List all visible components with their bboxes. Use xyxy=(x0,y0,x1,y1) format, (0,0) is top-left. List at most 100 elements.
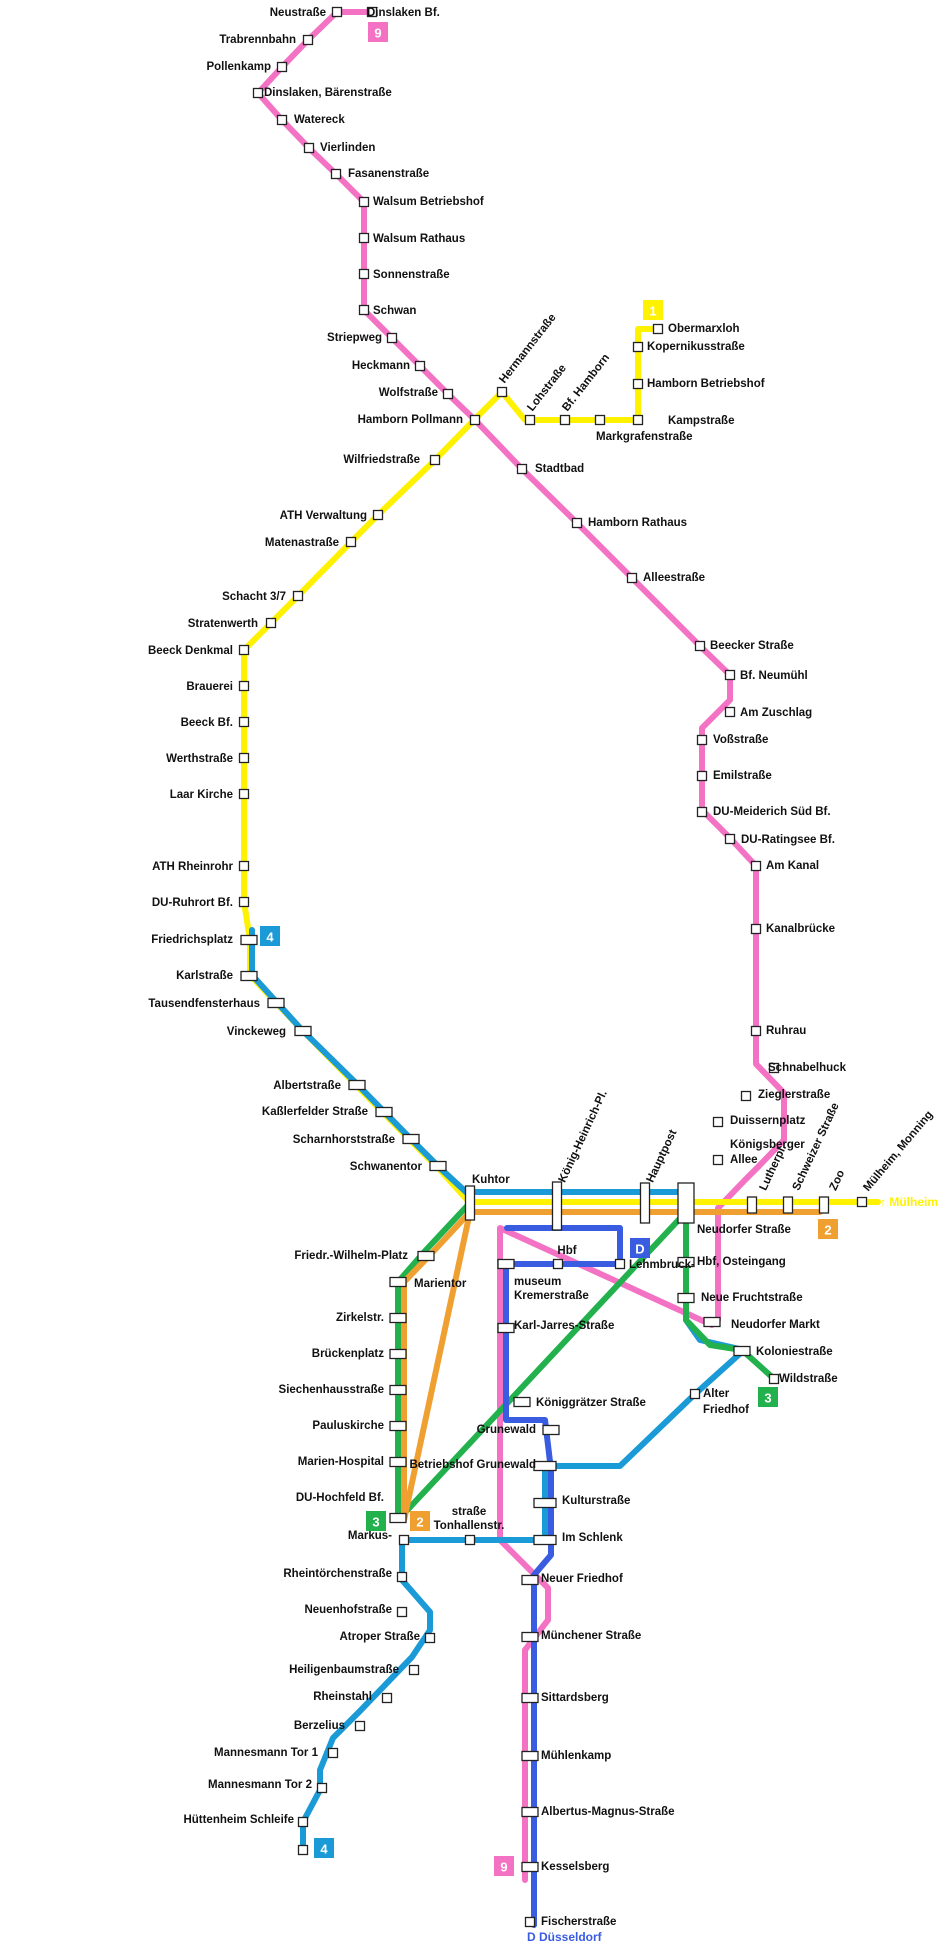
station-marker[interactable] xyxy=(398,1534,410,1546)
station-marker[interactable] xyxy=(238,788,250,800)
station-label[interactable]: Am Kanal xyxy=(766,860,819,872)
line-badge-4-mid[interactable]: 4 xyxy=(260,926,280,946)
station-label[interactable]: Watereck xyxy=(294,114,345,126)
station-marker[interactable] xyxy=(302,34,314,46)
station-marker[interactable] xyxy=(524,1916,536,1928)
station-marker[interactable] xyxy=(316,1782,328,1794)
station-label[interactable]: Laar Kirche xyxy=(170,789,233,801)
line-badge-3-east[interactable]: 3 xyxy=(758,1387,778,1407)
station-label[interactable]: Wilfriedstraße xyxy=(343,454,420,466)
station-marker[interactable] xyxy=(252,87,264,99)
station-label[interactable]: Duissernplatz xyxy=(730,1115,806,1127)
station-label[interactable]: Neue Fruchtstraße xyxy=(701,1292,803,1304)
station-marker[interactable] xyxy=(521,1692,539,1704)
station-label[interactable]: Hüttenheim Schleife xyxy=(183,1814,294,1826)
station-label[interactable]: Werthstraße xyxy=(166,753,233,765)
station-label[interactable]: Neuenhofstraße xyxy=(304,1604,392,1616)
station-label[interactable]: Fischerstraße xyxy=(541,1916,616,1928)
station-label[interactable]: Zoo xyxy=(828,1168,848,1192)
station-label[interactable]: Zirkelstr. xyxy=(336,1312,384,1324)
station-label[interactable]: Vinckeweg xyxy=(227,1026,286,1038)
station-label[interactable]: Mannesmann Tor 2 xyxy=(208,1779,312,1791)
station-label[interactable]: Schnabelhuck xyxy=(768,1062,847,1074)
station-marker[interactable] xyxy=(513,1396,531,1408)
station-label[interactable]: Ruhrau xyxy=(766,1025,806,1037)
line-badge-9-top[interactable]: 9 xyxy=(368,22,388,42)
line-badge-3-west[interactable]: 3 xyxy=(366,1511,386,1531)
station-label[interactable]: ATH Verwaltung xyxy=(280,510,367,522)
station-marker[interactable] xyxy=(639,1182,651,1224)
station-label[interactable]: Rheinstahl xyxy=(313,1691,372,1703)
station-marker[interactable] xyxy=(768,1373,780,1385)
station-label[interactable]: Walsum Betriebshof xyxy=(373,196,484,208)
station-marker[interactable] xyxy=(276,61,288,73)
station-marker[interactable] xyxy=(267,997,285,1009)
station-label[interactable]: Markus- xyxy=(348,1530,392,1542)
station-label[interactable]: Dinslaken Bf. xyxy=(367,7,440,19)
station-label[interactable]: Neudorfer Straße xyxy=(697,1224,791,1236)
station-marker[interactable] xyxy=(414,360,426,372)
station-marker[interactable] xyxy=(240,970,258,982)
station-label[interactable]: Beecker Straße xyxy=(710,640,794,652)
station-marker[interactable] xyxy=(521,1806,539,1818)
station-marker[interactable] xyxy=(238,752,250,764)
station-marker[interactable] xyxy=(381,1692,393,1704)
station-label[interactable]: Betriebshof Grunewald xyxy=(409,1459,536,1471)
station-label[interactable]: Atroper Straße xyxy=(339,1631,420,1643)
station-label[interactable]: Pollenkamp xyxy=(206,61,271,73)
station-label[interactable]: Kuhtor xyxy=(472,1174,510,1186)
station-label[interactable]: Wolfstraße xyxy=(379,387,438,399)
station-label[interactable]: König-Heinrich-Pl. xyxy=(557,1089,610,1185)
station-marker[interactable] xyxy=(542,1424,560,1436)
station-marker[interactable] xyxy=(294,1025,312,1037)
station-label[interactable]: Friedrichsplatz xyxy=(151,934,233,946)
station-marker[interactable] xyxy=(724,833,736,845)
station-marker[interactable] xyxy=(348,1079,366,1091)
station-marker[interactable] xyxy=(677,1292,695,1304)
station-marker[interactable] xyxy=(818,1196,830,1214)
station-marker[interactable] xyxy=(571,517,583,529)
station-marker[interactable] xyxy=(750,923,762,935)
station-marker[interactable] xyxy=(330,168,342,180)
station-label[interactable]: Walsum Rathaus xyxy=(373,233,465,245)
station-marker[interactable] xyxy=(238,644,250,656)
station-label[interactable]: DU-Meiderich Süd Bf. xyxy=(713,806,831,818)
station-marker[interactable] xyxy=(677,1182,695,1224)
station-label[interactable]: Koloniestraße xyxy=(756,1346,833,1358)
station-label[interactable]: Stratenwerth xyxy=(188,618,258,630)
station-marker[interactable] xyxy=(469,414,481,426)
station-marker[interactable] xyxy=(429,454,441,466)
station-label[interactable]: Brückenplatz xyxy=(312,1348,384,1360)
station-marker[interactable] xyxy=(497,1322,515,1334)
station-marker[interactable] xyxy=(703,1316,721,1328)
station-marker[interactable] xyxy=(386,332,398,344)
station-label[interactable]: Zieglerstraße xyxy=(758,1089,830,1101)
station-label[interactable]: Alter xyxy=(703,1388,730,1400)
station-marker[interactable] xyxy=(696,734,708,746)
station-marker[interactable] xyxy=(276,114,288,126)
station-marker[interactable] xyxy=(265,617,277,629)
station-label[interactable]: straße xyxy=(452,1506,487,1518)
station-label[interactable]: Matenastraße xyxy=(265,537,339,549)
station-marker[interactable] xyxy=(238,716,250,728)
station-label[interactable]: Hamborn Rathaus xyxy=(588,517,687,529)
station-label[interactable]: Kesselsberg xyxy=(541,1861,609,1873)
station-label[interactable]: Trabrennbahn xyxy=(219,34,296,46)
station-label[interactable]: Hbf, Osteingang xyxy=(697,1256,786,1268)
station-marker[interactable] xyxy=(626,572,638,584)
station-label[interactable]: Am Zuschlag xyxy=(740,707,812,719)
station-marker[interactable] xyxy=(559,414,571,426)
station-marker[interactable] xyxy=(551,1181,563,1231)
station-label[interactable]: Grunewald xyxy=(477,1424,536,1436)
station-label[interactable]: Karlstraße xyxy=(176,970,233,982)
station-marker[interactable] xyxy=(496,386,508,398)
station-label[interactable]: Lehmbruck- xyxy=(629,1259,695,1271)
station-marker[interactable] xyxy=(417,1250,435,1262)
station-label[interactable]: Friedr.-Wilhelm-Platz xyxy=(294,1250,408,1262)
station-marker[interactable] xyxy=(552,1258,564,1270)
station-marker[interactable] xyxy=(497,1258,515,1270)
station-marker[interactable] xyxy=(521,1750,539,1762)
station-label[interactable]: Markgrafenstraße xyxy=(596,431,693,443)
station-label[interactable]: Mülheim, Monning xyxy=(861,1109,935,1194)
station-marker[interactable] xyxy=(524,414,536,426)
